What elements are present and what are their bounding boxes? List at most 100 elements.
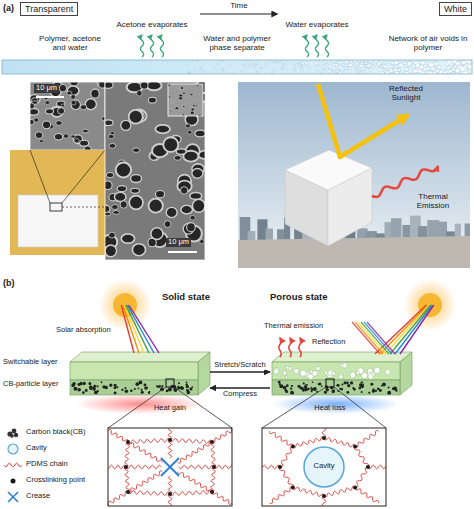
carbon-black-particle (77, 388, 81, 392)
carbon-black-particle (114, 384, 116, 386)
carbon-black-particle (161, 385, 163, 387)
pore (190, 192, 202, 199)
pore (39, 140, 43, 143)
photo-label: Reflected Sunlight (378, 84, 434, 102)
state-panel: Solid state (62, 292, 210, 398)
pdms-chain (212, 492, 232, 505)
reflected-ray (352, 322, 380, 354)
cavity (340, 364, 343, 367)
air-void (273, 61, 276, 63)
white-film (18, 195, 98, 247)
pore (155, 125, 170, 134)
carbon-black-particle (139, 381, 143, 385)
pore (168, 84, 171, 87)
carbon-black-particle (85, 389, 88, 392)
carbon-black-particle (350, 381, 353, 384)
pore (129, 110, 143, 124)
pore (180, 187, 187, 195)
pore (80, 140, 89, 146)
thermal-emission-arrow (279, 338, 281, 357)
carbon-black-particle (370, 383, 373, 386)
carbon-black-particle (186, 385, 189, 388)
state-name: Transparent (25, 4, 73, 14)
pore (132, 244, 145, 256)
pore (190, 215, 195, 220)
air-void (346, 67, 349, 69)
carbon-black-particle (134, 388, 136, 390)
air-void (380, 65, 383, 67)
crosslink-point (366, 465, 370, 469)
air-void (451, 60, 456, 63)
process-label: Thermal emission (264, 322, 323, 331)
air-void (281, 68, 284, 70)
pore (174, 155, 181, 160)
pore (30, 109, 39, 116)
carbon-black-particle (361, 382, 363, 384)
legend-sample (7, 429, 18, 438)
roof (238, 236, 470, 268)
carbon-black-particle (347, 384, 350, 387)
pore (191, 108, 195, 111)
zoom-line (30, 150, 50, 203)
air-void (266, 63, 268, 65)
air-void (317, 65, 319, 67)
carbon-black-particle (290, 388, 292, 390)
layer-label: Switchable layer (3, 358, 58, 367)
air-void (321, 64, 323, 66)
solid-network (108, 428, 232, 506)
thermal-emission-arrow (299, 338, 301, 357)
pore (105, 82, 113, 88)
sem-image (168, 84, 203, 116)
air-void (252, 63, 254, 65)
heat-label: Heat gain (150, 404, 190, 413)
pdms-chain (212, 428, 232, 443)
process-label: Solar absorption (56, 326, 111, 335)
scale-label: 10 μm (166, 238, 191, 247)
pore (71, 100, 80, 110)
air-void (293, 63, 296, 65)
legend-text: Cavity (26, 444, 47, 453)
pore (45, 101, 50, 105)
reflected-ray (361, 322, 389, 354)
carbon-black-particle (89, 386, 93, 390)
zoom-mark (50, 203, 62, 211)
carbon-black-particle (347, 391, 350, 394)
air-void (449, 69, 453, 72)
air-void (453, 65, 457, 68)
pdms-chain (124, 467, 129, 492)
air-void (253, 67, 256, 69)
crosslink-point (322, 494, 326, 498)
carbon-black-particle (381, 385, 383, 387)
carbon-black-particle (166, 390, 169, 393)
transition-arrow (210, 371, 270, 372)
carbon-black-particle (393, 387, 397, 391)
pdms-chain (128, 490, 170, 495)
pore (180, 88, 181, 90)
air-void (256, 72, 259, 74)
carbon-black-particle (83, 382, 86, 385)
pore (137, 90, 142, 96)
heat-gain-glow (76, 394, 204, 414)
pore (116, 163, 131, 178)
carbon-black-particle (360, 385, 364, 389)
pdms-chain (108, 465, 126, 469)
stage-label: Water and polymer phase separate (194, 34, 280, 52)
crosslink-point (124, 465, 128, 469)
pdms-chain (170, 490, 212, 495)
sun-ray (127, 305, 154, 353)
air-void (256, 63, 258, 65)
carbon-black-particle (388, 387, 390, 389)
air-void (202, 70, 204, 71)
sun-ray (400, 305, 434, 354)
carbon-black-particle (324, 391, 327, 394)
cavity (316, 366, 320, 370)
stage-label: Acetone evaporates (110, 20, 194, 29)
pore (42, 121, 50, 129)
cavity-label: Cavity (309, 462, 339, 471)
carbon-black-particle (104, 386, 107, 389)
pore (67, 86, 79, 96)
zoom-inset-frame (108, 428, 232, 506)
carbon-black-particle (387, 391, 391, 395)
air-void (460, 67, 464, 70)
crease (161, 458, 179, 476)
